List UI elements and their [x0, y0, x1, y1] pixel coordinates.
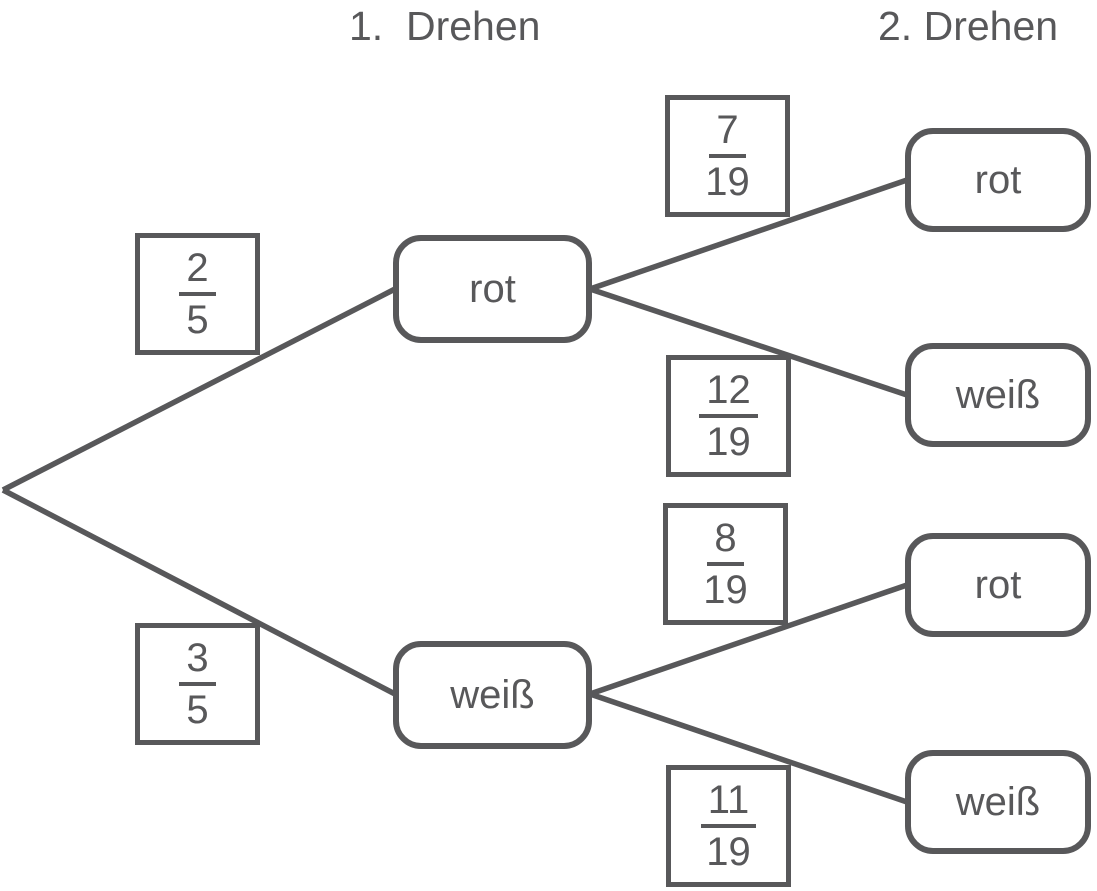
outcome-label: rot	[469, 267, 516, 311]
branch-line-root-weiss	[1, 487, 397, 697]
column-header-first-spin: 1. Drehen	[349, 3, 541, 49]
fraction-denominator: 19	[706, 830, 751, 874]
outcome-node-rot-level2-top: rot	[905, 128, 1091, 232]
fraction-numerator: 7	[709, 110, 746, 158]
fraction-numerator: 3	[179, 638, 216, 686]
fraction-denominator: 19	[706, 420, 751, 464]
branch-line-rot-weiss	[589, 286, 908, 398]
fraction-denominator: 5	[186, 688, 209, 732]
branch-line-weiss-rot	[589, 582, 908, 697]
fraction-denominator: 5	[186, 298, 209, 342]
probability-box-12-19: 12 19	[666, 355, 791, 477]
branch-line-rot-rot	[589, 177, 908, 292]
probability-box-3-5: 3 5	[135, 623, 260, 745]
fraction-numerator: 11	[700, 780, 757, 828]
fraction-numerator: 12	[699, 370, 758, 418]
outcome-node-rot-level2-lower: rot	[905, 533, 1091, 637]
branch-line-root-rot	[1, 286, 397, 493]
probability-box-8-19: 8 19	[663, 503, 788, 625]
outcome-node-weiss-level1: weiß	[393, 641, 592, 749]
fraction-numerator: 8	[707, 518, 744, 566]
outcome-label: weiß	[450, 673, 535, 717]
outcome-node-rot-level1: rot	[393, 235, 592, 343]
outcome-node-weiss-level2-bottom: weiß	[905, 750, 1091, 854]
outcome-label: rot	[974, 563, 1022, 607]
probability-box-7-19: 7 19	[665, 95, 790, 217]
column-header-second-spin: 2. Drehen	[878, 3, 1059, 49]
fraction-denominator: 19	[703, 568, 748, 612]
outcome-label: weiß	[955, 373, 1041, 417]
probability-box-11-19: 11 19	[666, 765, 791, 887]
outcome-label: rot	[974, 158, 1022, 202]
fraction-denominator: 19	[705, 160, 750, 204]
fraction-numerator: 2	[179, 248, 216, 296]
outcome-node-weiss-level2-upper: weiß	[905, 343, 1091, 447]
outcome-label: weiß	[955, 780, 1041, 824]
branch-line-weiss-weiss	[589, 691, 908, 805]
probability-box-2-5: 2 5	[135, 233, 260, 355]
